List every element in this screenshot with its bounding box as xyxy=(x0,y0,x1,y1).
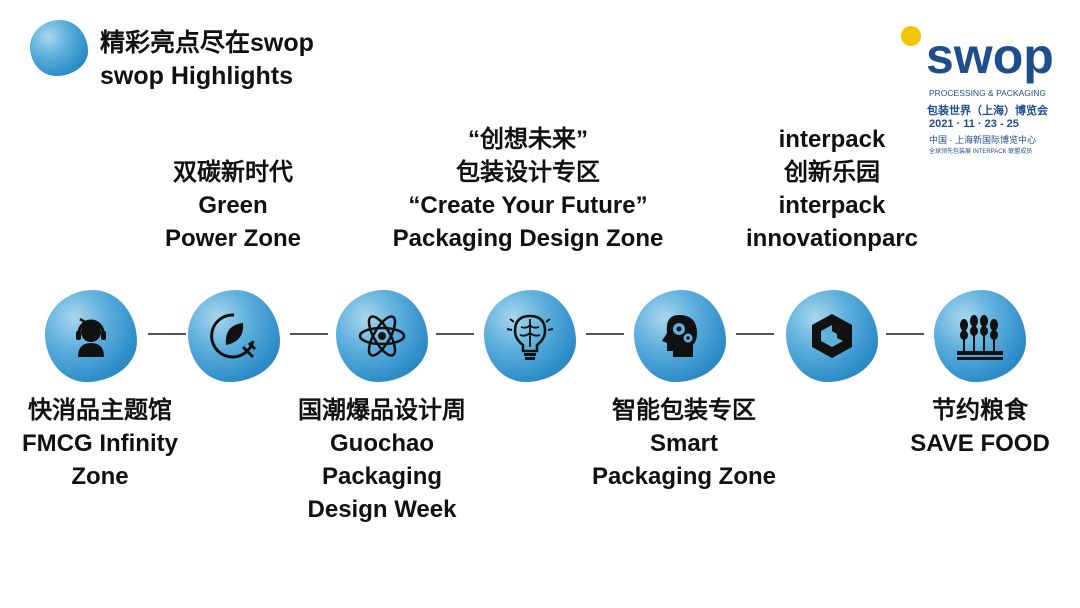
swop-logo: swop PROCESSING & PACKAGING 包装世界（上海）博览会 … xyxy=(898,22,1058,157)
zone-smart-label-en2: Packaging Zone xyxy=(591,463,777,490)
zone-create-label-en2: Packaging Design Zone xyxy=(392,225,664,252)
zone-interpack-label-cn: 创新乐园 xyxy=(784,159,880,186)
logo-dates: 2021 · 11 · 23 - 25 xyxy=(929,118,1019,130)
zone-interpack-label-en3: innovationparc xyxy=(745,225,919,252)
zone-interpack-label-en1: interpack xyxy=(778,126,886,153)
connector-5 xyxy=(736,333,774,335)
logo-venue: 中国 · 上海新国际博览中心 xyxy=(929,135,1036,145)
zone-savefood-label-cn: 节约粮食 xyxy=(932,397,1028,424)
zone-fmcg-blob xyxy=(45,290,137,382)
zone-savefood-blob xyxy=(934,290,1026,382)
zone-create-blob xyxy=(484,290,576,382)
connector-6 xyxy=(886,333,924,335)
zone-fmcg-label-en1: FMCG Infinity xyxy=(22,430,178,457)
zone-green-label-en1: Green xyxy=(198,192,268,219)
logo-wordmark: swop xyxy=(926,28,1054,84)
zone-smart-label-cn: 智能包装专区 xyxy=(612,397,756,424)
connector-2 xyxy=(290,333,328,335)
zone-guochao-label-en2: Packaging xyxy=(321,463,443,490)
zone-smart-label-en1: Smart xyxy=(649,430,719,457)
zone-interpack-blob xyxy=(786,290,878,382)
zone-guochao-blob xyxy=(336,290,428,382)
logo-dot-icon xyxy=(901,26,921,46)
leaf-plug-icon xyxy=(210,313,257,359)
connector-3 xyxy=(436,333,474,335)
zone-create-label-en1: “Create Your Future” xyxy=(408,192,648,219)
connector-4 xyxy=(586,333,624,335)
zone-green-label-cn: 双碳新时代 xyxy=(173,159,293,186)
zone-savefood-label: 节约粮食 SAVE FOOD xyxy=(890,394,1070,460)
logo-event-cn: 包装世界（上海）博览会 xyxy=(927,105,1048,117)
zone-fmcg-label: 快消品主题馆 FMCG Infinity Zone xyxy=(0,394,200,493)
zone-guochao-label-cn: 国潮爆品设计周 xyxy=(298,397,466,424)
connector-1 xyxy=(148,333,186,335)
zone-guochao-label-en1: Guochao xyxy=(329,430,434,457)
zone-green-blob xyxy=(188,290,280,382)
head-gears-icon xyxy=(662,315,697,357)
wheat-icon xyxy=(957,315,1003,360)
page-title-en: swop Highlights xyxy=(100,62,294,90)
brain-bulb-icon xyxy=(506,314,554,360)
zone-create-label: “创想未来” 包装设计专区 “Create Your Future” Packa… xyxy=(368,123,688,255)
zone-guochao-label-en3: Design Week xyxy=(307,496,457,523)
zone-green-label-en2: Power Zone xyxy=(164,225,302,252)
zone-interpack-label-en2: interpack xyxy=(778,192,886,219)
atom-icon xyxy=(358,315,406,357)
zone-fmcg-label-cn: 快消品主题馆 xyxy=(28,397,172,424)
zone-create-label-cn1: “创想未来” xyxy=(468,126,588,153)
interpack-cube-icon xyxy=(812,314,852,358)
page-title-cn: 精彩亮点尽在swop xyxy=(100,29,314,57)
headset-user-icon xyxy=(76,317,106,357)
zone-smart-label: 智能包装专区 Smart Packaging Zone xyxy=(574,394,794,493)
zone-green-label: 双碳新时代 Green Power Zone xyxy=(133,156,333,255)
header-blob-icon xyxy=(30,20,88,76)
zone-savefood-label-en: SAVE FOOD xyxy=(910,430,1050,457)
zone-fmcg-label-en2: Zone xyxy=(71,463,129,490)
zone-interpack-label: interpack 创新乐园 interpack innovationparc xyxy=(722,123,942,255)
logo-tagline: PROCESSING & PACKAGING xyxy=(929,88,1046,98)
zone-smart-blob xyxy=(634,290,726,382)
zone-create-label-cn2: 包装设计专区 xyxy=(456,159,600,186)
logo-note: 全球领先包装展 INTERPACK 联盟成员 xyxy=(929,149,1033,155)
zone-guochao-label: 国潮爆品设计周 Guochao Packaging Design Week xyxy=(272,394,492,526)
